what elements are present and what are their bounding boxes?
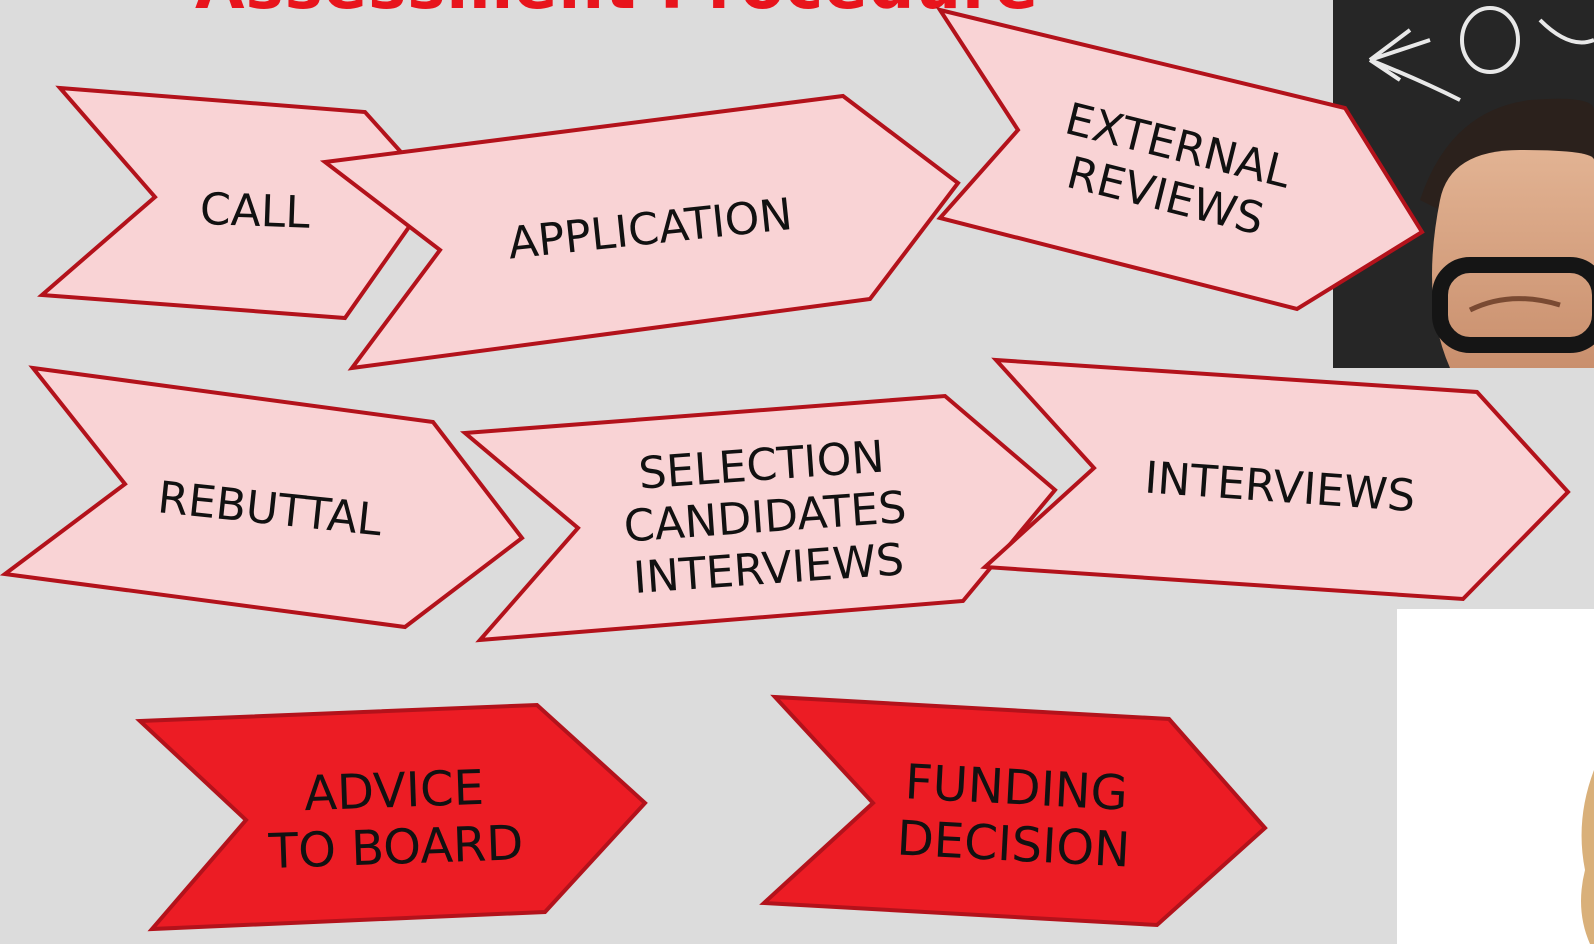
step-advice-to-board: ADVICETO BOARD	[135, 702, 648, 932]
step-label: FUNDINGDECISION	[896, 754, 1135, 879]
step-label-line: TO BOARD	[267, 815, 524, 880]
step-label-line: DECISION	[896, 810, 1132, 878]
chevron-arrow-shape	[319, 93, 961, 371]
chevron-arrow-shape	[37, 85, 438, 321]
step-label-line: ADVICE	[303, 760, 485, 822]
man-with-glasses-photo	[1333, 0, 1594, 368]
chevron-arrow-shape	[0, 365, 525, 630]
white-side-photo	[1397, 609, 1594, 944]
chevron-arrow-shape	[935, 6, 1425, 312]
step-label: ADVICETO BOARD	[265, 759, 524, 880]
step-rebuttal: REBUTTAL	[0, 365, 525, 630]
step-label: CALL	[199, 184, 311, 239]
step-selection-candidates-interviews: SELECTIONCANDIDATESINTERVIEWS	[459, 393, 1058, 643]
step-interviews: INTERVIEWS	[980, 357, 1571, 602]
step-application: APPLICATION	[319, 93, 961, 371]
step-funding-decision: FUNDINGDECISION	[759, 694, 1268, 928]
chevron-arrow-shape	[459, 393, 1058, 643]
chevron-arrow-shape	[980, 357, 1571, 602]
page-title: Assessment Procedure	[195, 0, 1039, 24]
chevron-arrow-shape	[759, 694, 1268, 928]
step-label: SELECTIONCANDIDATESINTERVIEWS	[619, 430, 912, 604]
step-call: CALL	[37, 85, 438, 321]
step-label-line: CALL	[199, 184, 311, 239]
step-label-line: FUNDING	[904, 754, 1130, 822]
step-external-reviews: EXTERNALREVIEWS	[935, 6, 1425, 312]
chevron-arrow-shape	[135, 702, 648, 932]
